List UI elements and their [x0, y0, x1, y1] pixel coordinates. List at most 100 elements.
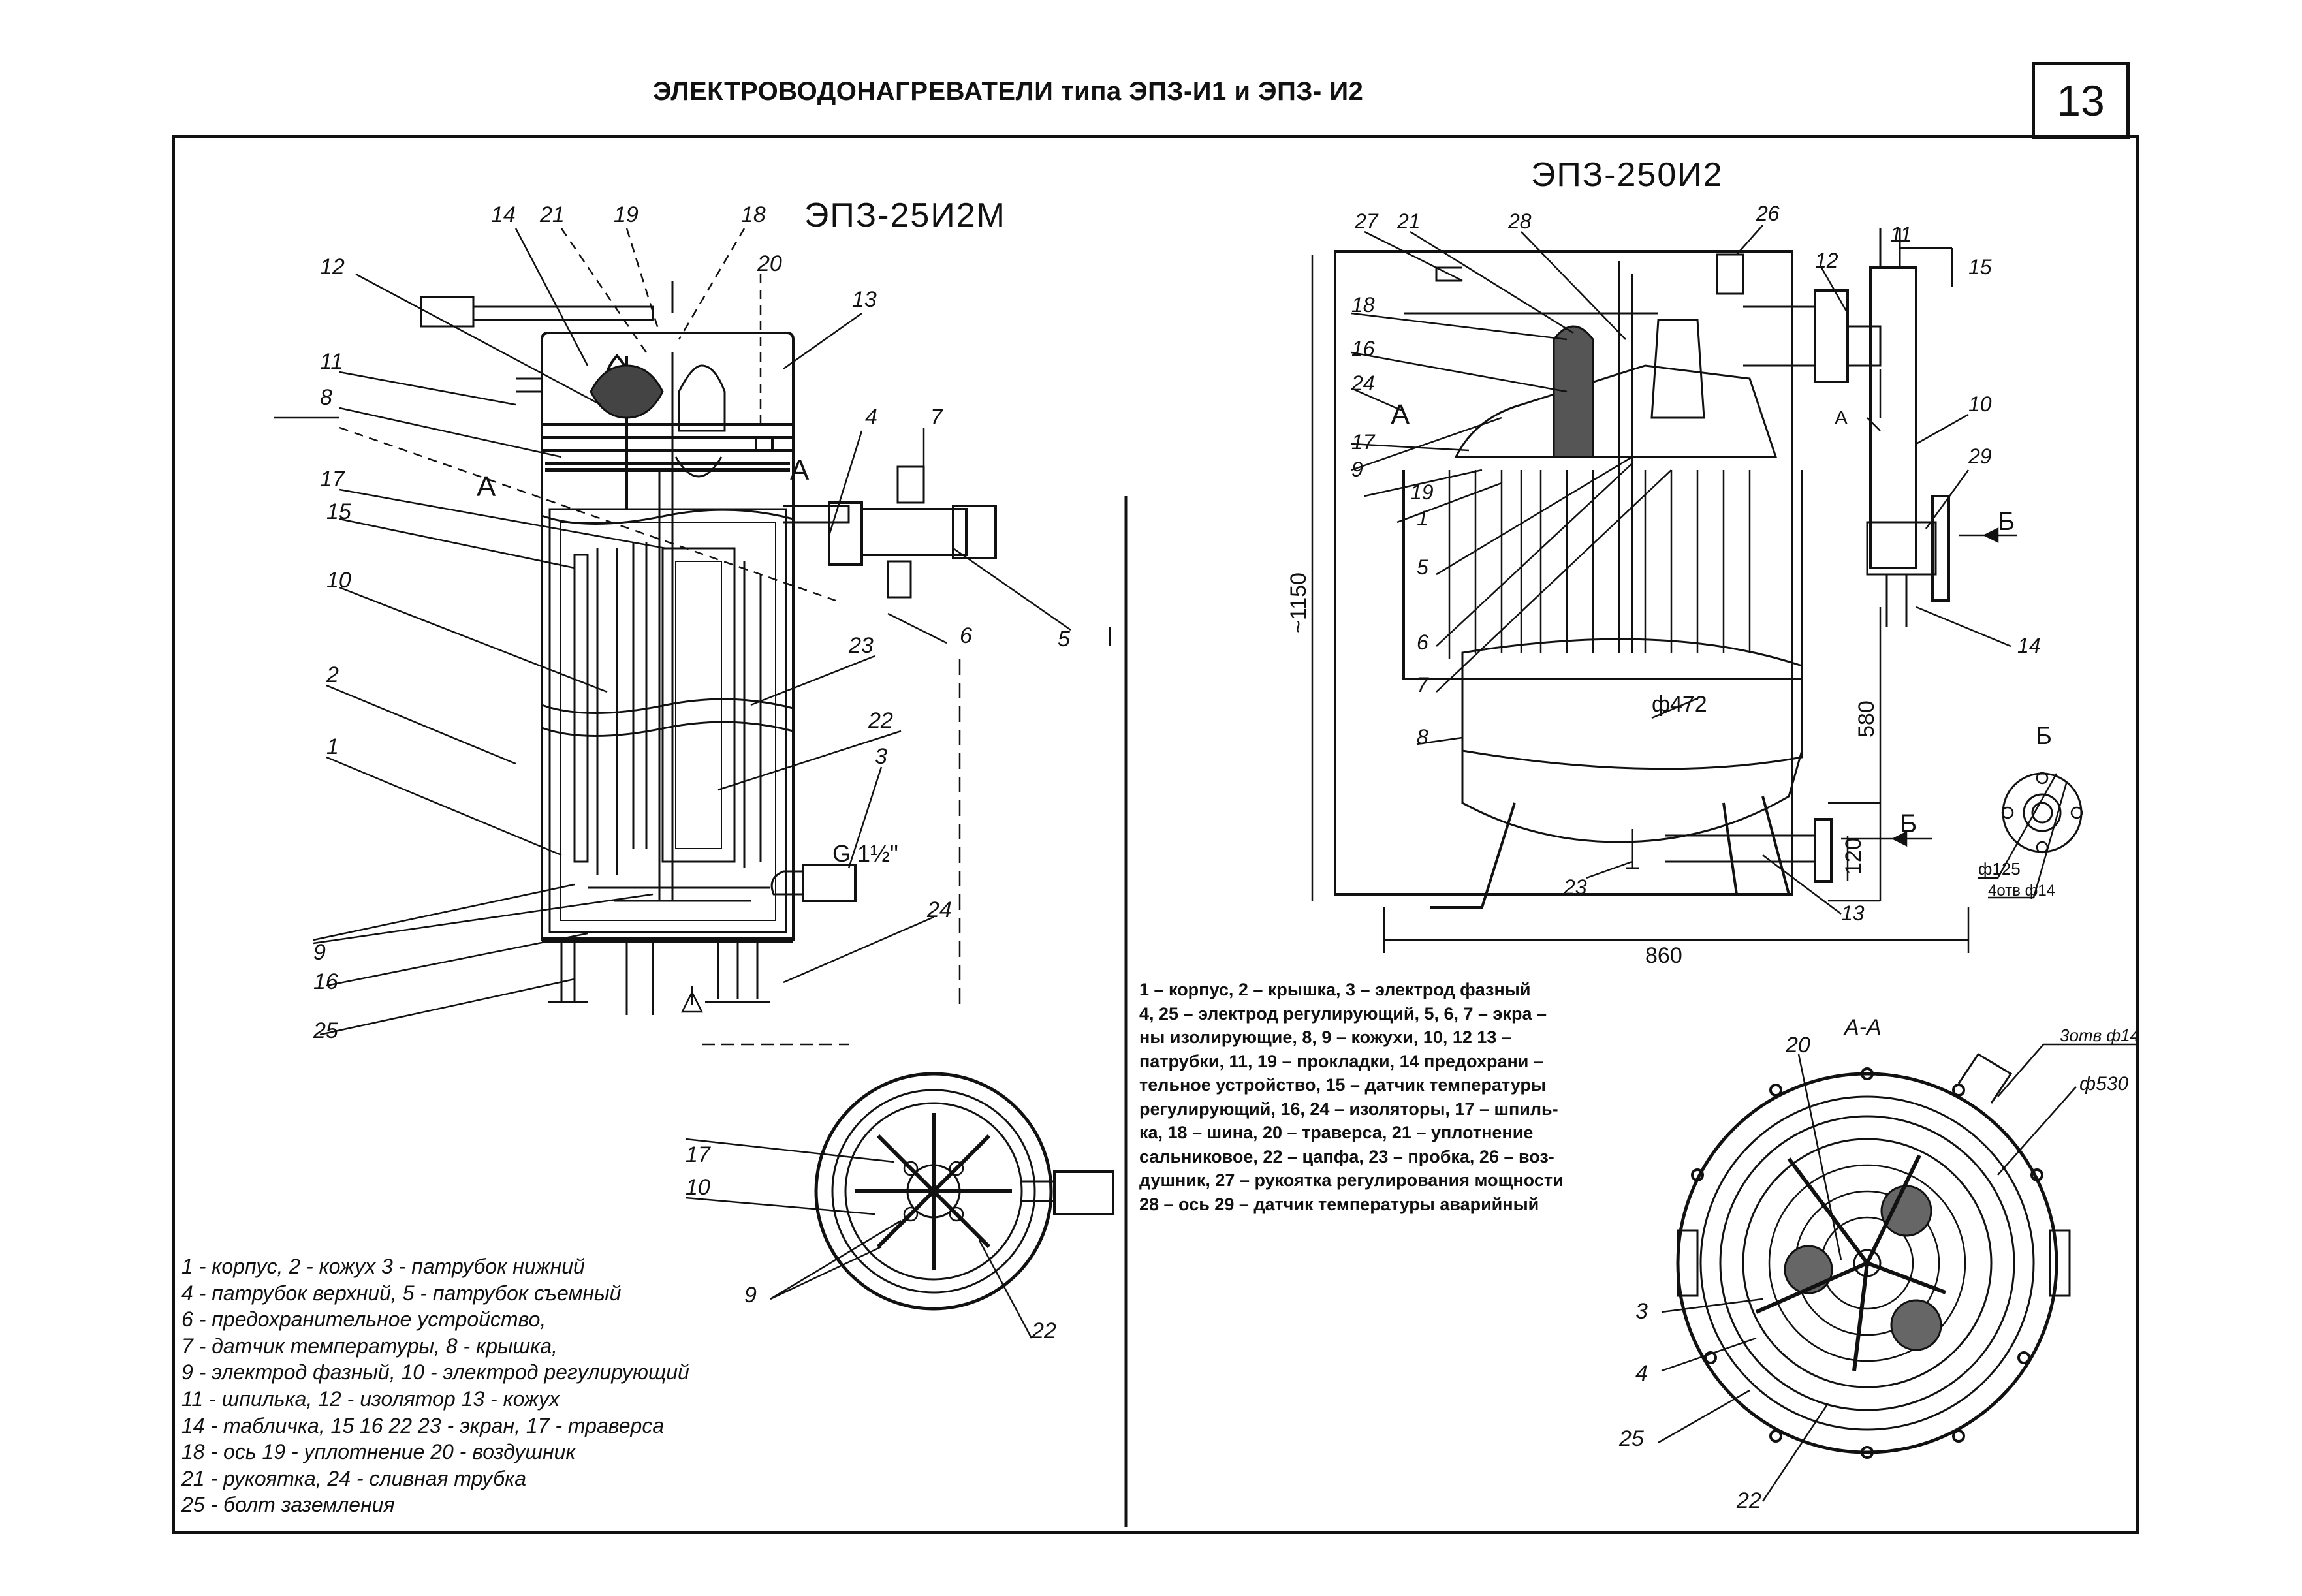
legend-left-line: 9 - электрод фазный, 10 - электрод регул…: [181, 1360, 689, 1385]
svg-text:27: 27: [1354, 210, 1379, 233]
legend-right-line: душник, 27 – рукоятка регулирования мощн…: [1139, 1170, 1564, 1190]
svg-text:21: 21: [539, 202, 565, 227]
svg-text:13: 13: [1841, 901, 1865, 925]
right-section-mark-2: А: [1835, 407, 1848, 429]
svg-text:23: 23: [1563, 875, 1587, 899]
legend-right: 1 – корпус, 2 – крышка, 3 – электрод фаз…: [1139, 978, 1662, 1216]
section-aa-title: А-А: [1843, 1015, 1882, 1040]
svg-text:19: 19: [614, 202, 639, 227]
legend-left-line: 18 - ось 19 - уплотнение 20 - воздушник: [181, 1440, 576, 1464]
svg-text:1: 1: [326, 734, 339, 759]
legend-left-line: 6 - предохранительное устройство,: [181, 1307, 546, 1332]
svg-text:22: 22: [1031, 1319, 1056, 1343]
legend-right-line: ка, 18 – шина, 20 – траверса, 21 – уплот…: [1139, 1123, 1534, 1142]
svg-text:10: 10: [686, 1175, 710, 1200]
section-aa-leaders: [1658, 1043, 2138, 1502]
svg-text:25: 25: [313, 1018, 338, 1043]
section-aa-labels: А-А 3отв ф14 ф530 20 3 4 25 22: [1618, 1015, 2139, 1513]
view-b-labels: Б ф125 4отв ф14: [1978, 723, 2055, 900]
dim-height: ~1150: [1286, 572, 1311, 633]
dim-diameter: ф472: [1652, 692, 1707, 717]
left-plan-view: [814, 1072, 1114, 1311]
svg-text:21: 21: [1396, 210, 1421, 233]
right-heater-drawing: [1334, 228, 1950, 909]
svg-text:5: 5: [1058, 627, 1070, 651]
svg-text:19: 19: [1410, 480, 1434, 504]
legend-left-line: 21 - рукоятка, 24 - сливная трубка: [181, 1466, 527, 1490]
svg-text:17: 17: [320, 467, 345, 492]
legend-left-line: 7 - датчик температуры, 8 - крышка,: [181, 1334, 558, 1358]
section-aa-dim-0: 3отв ф14: [2060, 1025, 2139, 1045]
svg-text:9: 9: [744, 1283, 757, 1307]
left-section-mark-a2: А: [790, 454, 810, 486]
svg-text:9: 9: [313, 940, 326, 965]
svg-text:12: 12: [1815, 249, 1838, 272]
drawing-frame: [172, 135, 2139, 1534]
svg-text:26: 26: [1756, 202, 1780, 225]
legend-right-line: регулирующий, 16, 24 – изоляторы, 17 – ш…: [1139, 1099, 1558, 1119]
svg-text:22: 22: [868, 708, 893, 733]
svg-text:18: 18: [741, 202, 766, 227]
dim-width: 860: [1645, 943, 1682, 968]
svg-text:15: 15: [1968, 255, 1992, 279]
section-aa-view: [1676, 1052, 2071, 1459]
right-section-mark: А: [1391, 399, 1410, 431]
svg-text:25: 25: [1618, 1426, 1644, 1451]
view-b-dim-0: ф125: [1978, 859, 2021, 879]
flow-label-bottom: Б: [1900, 809, 1917, 838]
svg-text:8: 8: [1417, 725, 1428, 749]
left-heater-drawing: [420, 281, 997, 1015]
legend-left: 1 - корпус, 2 - кожух 3 - патрубок нижни…: [181, 1253, 821, 1518]
svg-text:11: 11: [1890, 223, 1912, 246]
legend-right-line: 4, 25 – электрод регулирующий, 5, 6, 7 –…: [1139, 1003, 1547, 1024]
legend-right-line: 1 – корпус, 2 – крышка, 3 – электрод фаз…: [1139, 980, 1531, 999]
svg-text:11: 11: [320, 349, 343, 374]
legend-right-line: патрубки, 11, 19 – прокладки, 14 предохр…: [1139, 1051, 1543, 1071]
right-callouts: 27 21 28 26 12 11 15 18 16 24 17 9 19 1 …: [1351, 202, 2041, 925]
svg-text:18: 18: [1351, 293, 1375, 317]
dim-pipe: 120: [1841, 837, 1866, 875]
legend-right-line: сальниковое, 22 – цапфа, 23 – пробка, 26…: [1139, 1146, 1554, 1166]
svg-text:14: 14: [2017, 634, 2041, 657]
right-dimensions: А ~1150 ф472 580 120 860 Б Б А: [1286, 399, 2015, 968]
dim-bottom: 580: [1854, 700, 1879, 738]
svg-text:28: 28: [1507, 210, 1532, 233]
svg-text:2: 2: [326, 663, 339, 687]
svg-text:14: 14: [491, 202, 516, 227]
left-section-mark-a1: А: [477, 471, 496, 503]
right-view-caption: ЭПЗ-250И2: [1531, 156, 1724, 194]
svg-text:20: 20: [757, 251, 782, 276]
right-leader-lines: [1311, 225, 2017, 953]
legend-right-line: тельное устройство, 15 – датчик температ…: [1139, 1075, 1546, 1095]
svg-text:9: 9: [1351, 458, 1363, 481]
svg-text:10: 10: [1968, 392, 1992, 416]
svg-text:17: 17: [1351, 430, 1376, 454]
svg-text:15: 15: [326, 499, 351, 524]
left-callouts: 14 21 19 18 12 20 13 11 8 4 7 17 15 10 6…: [313, 202, 1070, 1343]
legend-left-line: 25 - болт заземления: [181, 1493, 395, 1517]
legend-right-line: ны изолирующие, 8, 9 – кожухи, 10, 12 13…: [1139, 1027, 1511, 1047]
pipe-thread-label: G 1½": [832, 840, 898, 867]
view-b-flange: [1978, 772, 2083, 899]
left-section-marks: А А G 1½": [477, 454, 898, 867]
svg-text:23: 23: [848, 633, 874, 658]
legend-left-line: 11 - шпилька, 12 - изолятор 13 - кожух: [181, 1386, 560, 1411]
svg-text:20: 20: [1785, 1033, 1810, 1057]
left-view-caption: ЭПЗ-25И2М: [804, 196, 1006, 234]
svg-text:4: 4: [1635, 1361, 1648, 1386]
svg-text:17: 17: [686, 1142, 711, 1167]
svg-text:5: 5: [1417, 555, 1428, 579]
svg-text:13: 13: [852, 287, 877, 312]
svg-text:3: 3: [875, 744, 887, 769]
legend-left-line: 4 - патрубок верхний, 5 - патрубок съемн…: [181, 1281, 622, 1305]
svg-text:6: 6: [1417, 631, 1428, 654]
flow-label-top: Б: [1998, 507, 2015, 536]
svg-text:8: 8: [320, 385, 332, 410]
legend-left-line: 14 - табличка, 15 16 22 23 - экран, 17 -…: [181, 1413, 665, 1437]
left-leader-lines: [274, 228, 1111, 1046]
svg-text:7: 7: [930, 405, 943, 430]
svg-text:22: 22: [1736, 1488, 1761, 1513]
legend-right-line: 28 – ось 29 – датчик температуры аварийн…: [1139, 1194, 1539, 1214]
svg-text:12: 12: [320, 255, 345, 279]
